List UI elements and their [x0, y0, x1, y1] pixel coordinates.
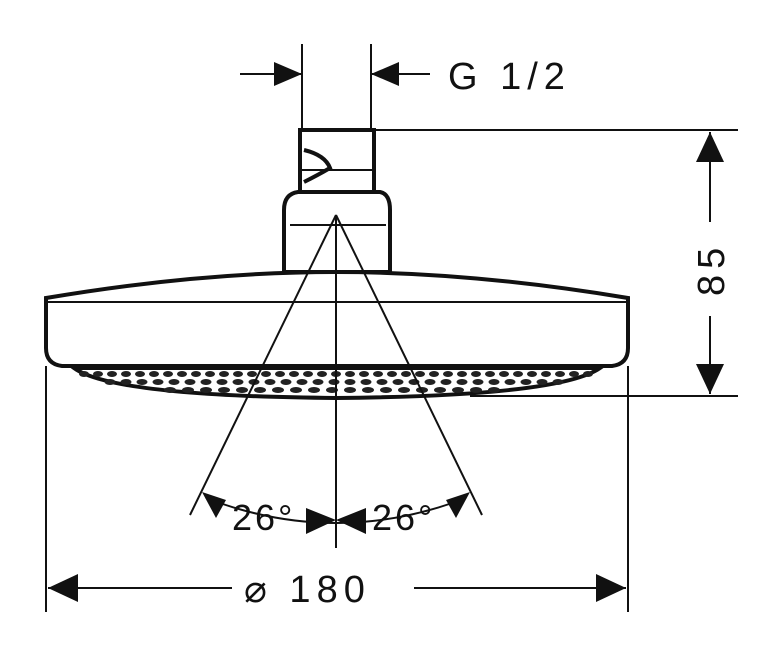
- thread-connector: [298, 128, 376, 194]
- angle-right-label: 26°: [372, 497, 435, 538]
- nozzle: [499, 371, 509, 377]
- nozzle: [434, 387, 446, 393]
- nozzle: [344, 379, 356, 385]
- nozzle: [104, 379, 116, 385]
- nozzle: [471, 371, 481, 377]
- nozzle: [541, 371, 551, 377]
- nozzle: [152, 379, 164, 385]
- nozzle: [303, 371, 313, 377]
- nozzle: [107, 371, 117, 377]
- nozzle: [136, 379, 148, 385]
- nozzle-plate: [67, 366, 607, 401]
- nozzle: [569, 371, 579, 377]
- nozzle: [236, 387, 248, 393]
- nozzle: [312, 379, 324, 385]
- nozzle: [184, 379, 196, 385]
- nozzle: [485, 371, 495, 377]
- nozzle: [470, 387, 482, 393]
- nozzle: [219, 371, 229, 377]
- angle-arrows: [202, 492, 470, 534]
- nozzle: [205, 371, 215, 377]
- nozzle: [121, 371, 131, 377]
- nozzle: [387, 371, 397, 377]
- nozzle: [218, 387, 230, 393]
- nozzle: [472, 379, 484, 385]
- nozzle: [345, 371, 355, 377]
- nozzle: [216, 379, 228, 385]
- nozzle: [317, 371, 327, 377]
- nozzle: [392, 379, 404, 385]
- nozzle: [191, 371, 201, 377]
- nozzle: [264, 379, 276, 385]
- nozzle: [401, 371, 411, 377]
- nozzle: [149, 371, 159, 377]
- nozzle: [415, 371, 425, 377]
- nozzle: [275, 371, 285, 377]
- nozzle: [272, 387, 284, 393]
- nozzle: [233, 371, 243, 377]
- nozzle: [380, 387, 392, 393]
- diameter-label: ⌀ 180: [244, 569, 371, 611]
- nozzle: [261, 371, 271, 377]
- nozzle: [457, 371, 467, 377]
- nozzle: [456, 379, 468, 385]
- spray-angle-lines: [189, 214, 483, 548]
- nozzle: [232, 379, 244, 385]
- nozzle: [289, 371, 299, 377]
- nozzle: [168, 379, 180, 385]
- nozzle: [135, 371, 145, 377]
- nozzle: [296, 379, 308, 385]
- nozzle: [443, 371, 453, 377]
- nozzle: [520, 379, 532, 385]
- height-dimension: [374, 129, 738, 397]
- nozzle: [120, 379, 132, 385]
- nozzle: [93, 371, 103, 377]
- nozzle: [373, 371, 383, 377]
- angle-left-label: 26°: [232, 497, 295, 538]
- nozzle: [177, 371, 187, 377]
- height-label: 85: [691, 242, 733, 296]
- nozzle: [552, 379, 564, 385]
- nozzle: [344, 387, 356, 393]
- nozzle: [200, 387, 212, 393]
- nozzle: [424, 379, 436, 385]
- nozzle: [488, 387, 500, 393]
- nozzle: [488, 379, 500, 385]
- nozzle: [360, 379, 372, 385]
- nozzle: [308, 387, 320, 393]
- nozzle: [164, 387, 176, 393]
- thread-dimension: [240, 44, 430, 130]
- nozzle: [280, 379, 292, 385]
- nozzle: [376, 379, 388, 385]
- diameter-dimension: [45, 366, 629, 612]
- nozzle: [200, 379, 212, 385]
- nozzle: [452, 387, 464, 393]
- nozzle: [247, 371, 257, 377]
- nozzle: [583, 371, 593, 377]
- nozzle: [362, 387, 374, 393]
- nozzle: [504, 379, 516, 385]
- nozzle: [555, 371, 565, 377]
- nozzle: [359, 371, 369, 377]
- nozzle: [527, 371, 537, 377]
- nozzle: [328, 379, 340, 385]
- nozzle: [163, 371, 173, 377]
- nozzle: [398, 387, 410, 393]
- nozzle: [182, 387, 194, 393]
- nozzle: [254, 387, 266, 393]
- nozzle: [429, 371, 439, 377]
- nozzle: [79, 371, 89, 377]
- nozzle: [536, 379, 548, 385]
- nozzle: [513, 371, 523, 377]
- nozzle: [440, 379, 452, 385]
- thread-label: G 1/2: [448, 56, 571, 98]
- nozzle: [290, 387, 302, 393]
